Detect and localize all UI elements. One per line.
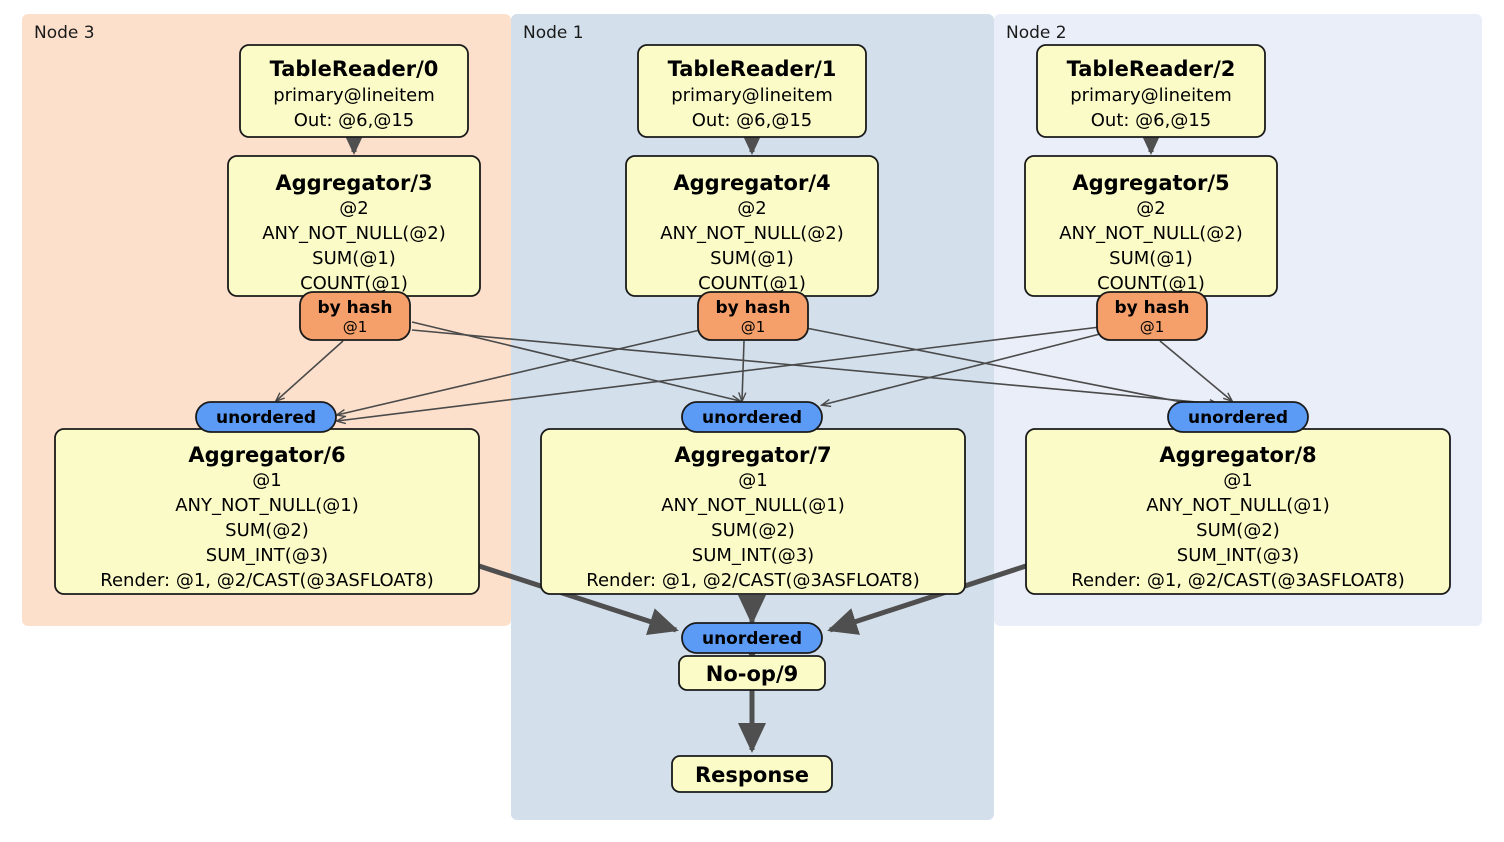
edge-hash1-un2	[805, 327, 1222, 410]
aggregator-6-line-1: ANY_NOT_NULL(@1)	[175, 495, 359, 516]
response-node[interactable]: Response	[671, 755, 833, 793]
aggregator-5-title: Aggregator/5	[1072, 171, 1229, 195]
panel-node1-label: Node 1	[523, 23, 584, 43]
table-reader-2-line-1: Out: @6,@15	[1091, 110, 1212, 131]
aggregator-3-line-3: COUNT(@1)	[300, 273, 408, 294]
aggregator-6[interactable]: Aggregator/6 @1 ANY_NOT_NULL(@1) SUM(@2)…	[54, 428, 480, 595]
hash-router-0-sub: @1	[343, 318, 368, 336]
aggregator-5-line-0: @2	[1136, 198, 1165, 219]
hash-to-unordered-edges	[276, 321, 1232, 421]
aggregator-5[interactable]: Aggregator/5 @2 ANY_NOT_NULL(@2) SUM(@1)…	[1024, 155, 1278, 297]
edge-hash2-un0	[337, 326, 1101, 421]
edge-hash0-un0	[276, 340, 344, 401]
aggregator-5-line-2: SUM(@1)	[1109, 248, 1193, 269]
unordered-mid-0-label: unordered	[216, 408, 316, 428]
aggregator-3-title: Aggregator/3	[275, 171, 432, 195]
aggregator-5-line-3: COUNT(@1)	[1097, 273, 1205, 294]
edge-hash1-un0	[337, 329, 701, 415]
aggregator-5-line-1: ANY_NOT_NULL(@2)	[1059, 223, 1243, 244]
unordered-mid-0[interactable]: unordered	[195, 401, 337, 433]
hash-router-2[interactable]: by hash @1	[1096, 291, 1208, 341]
aggregator-7-line-1: ANY_NOT_NULL(@1)	[661, 495, 845, 516]
aggregator-3-line-0: @2	[339, 198, 368, 219]
edge-agg6-unF	[478, 563, 679, 635]
aggregator-4-line-2: SUM(@1)	[710, 248, 794, 269]
aggregator-7[interactable]: Aggregator/7 @1 ANY_NOT_NULL(@1) SUM(@2)…	[540, 428, 966, 595]
aggregator-6-title: Aggregator/6	[188, 443, 345, 467]
aggregator-3[interactable]: Aggregator/3 @2 ANY_NOT_NULL(@2) SUM(@1)…	[227, 155, 481, 297]
aggregator-8-line-2: SUM(@2)	[1196, 520, 1280, 541]
hash-router-2-sub: @1	[1140, 318, 1165, 336]
aggregator-8[interactable]: Aggregator/8 @1 ANY_NOT_NULL(@1) SUM(@2)…	[1025, 428, 1451, 595]
aggregator-8-line-1: ANY_NOT_NULL(@1)	[1146, 495, 1330, 516]
aggregator-4-title: Aggregator/4	[673, 171, 830, 195]
edge-hash0-un2	[411, 329, 1218, 404]
aggregator-7-line-2: SUM(@2)	[711, 520, 795, 541]
aggregator-6-line-3: SUM_INT(@3)	[206, 545, 328, 566]
hash-router-2-title: by hash	[1115, 298, 1190, 318]
table-reader-0-line-1: Out: @6,@15	[294, 110, 415, 131]
aggregator-6-line-0: @1	[252, 470, 281, 491]
aggregator-7-line-4: Render: @1, @2/CAST(@3ASFLOAT8)	[586, 570, 919, 591]
edge-agg8-unF	[827, 563, 1027, 635]
aggregator-3-line-2: SUM(@1)	[312, 248, 396, 269]
aggregator-4-line-0: @2	[737, 198, 766, 219]
panel-node3-label: Node 3	[34, 23, 95, 43]
table-reader-0[interactable]: TableReader/0 primary@lineitem Out: @6,@…	[239, 44, 469, 138]
edge-hash2-un1	[822, 333, 1101, 405]
table-reader-0-title: TableReader/0	[270, 57, 439, 81]
unordered-mid-2-label: unordered	[1188, 408, 1288, 428]
aggregator-8-title: Aggregator/8	[1159, 443, 1316, 467]
reader-to-aggregator-edges	[340, 124, 1166, 155]
hash-router-1[interactable]: by hash @1	[697, 291, 809, 341]
hash-router-1-sub: @1	[741, 318, 766, 336]
unordered-final-label: unordered	[702, 629, 802, 649]
table-reader-1[interactable]: TableReader/1 primary@lineitem Out: @6,@…	[637, 44, 867, 138]
table-reader-1-line-0: primary@lineitem	[671, 85, 833, 106]
final-aggregator-edges	[478, 563, 1027, 753]
aggregator-6-line-2: SUM(@2)	[225, 520, 309, 541]
edge-hash2-un2	[1159, 340, 1232, 401]
table-reader-2[interactable]: TableReader/2 primary@lineitem Out: @6,@…	[1036, 44, 1266, 138]
unordered-mid-1-label: unordered	[702, 408, 802, 428]
unordered-final[interactable]: unordered	[681, 622, 823, 654]
no-op-9[interactable]: No-op/9	[678, 655, 826, 691]
aggregator-4-line-3: COUNT(@1)	[698, 273, 806, 294]
aggregator-7-line-3: SUM_INT(@3)	[692, 545, 814, 566]
aggregator-8-line-4: Render: @1, @2/CAST(@3ASFLOAT8)	[1071, 570, 1404, 591]
aggregator-7-line-0: @1	[738, 470, 767, 491]
hash-router-0[interactable]: by hash @1	[299, 291, 411, 341]
table-reader-1-line-1: Out: @6,@15	[692, 110, 813, 131]
unordered-mid-2[interactable]: unordered	[1167, 401, 1309, 433]
panel-node2-label: Node 2	[1006, 23, 1067, 43]
table-reader-0-line-0: primary@lineitem	[273, 85, 435, 106]
response-title: Response	[695, 763, 809, 787]
aggregator-4[interactable]: Aggregator/4 @2 ANY_NOT_NULL(@2) SUM(@1)…	[625, 155, 879, 297]
table-reader-2-line-0: primary@lineitem	[1070, 85, 1232, 106]
aggregator-4-line-1: ANY_NOT_NULL(@2)	[660, 223, 844, 244]
no-op-9-title: No-op/9	[706, 662, 798, 686]
hash-router-1-title: by hash	[716, 298, 791, 318]
table-reader-1-title: TableReader/1	[668, 57, 837, 81]
unordered-mid-1[interactable]: unordered	[681, 401, 823, 433]
aggregator-8-line-0: @1	[1223, 470, 1252, 491]
hash-router-0-title: by hash	[318, 298, 393, 318]
aggregator-7-title: Aggregator/7	[674, 443, 831, 467]
table-reader-2-title: TableReader/2	[1067, 57, 1236, 81]
aggregator-3-line-1: ANY_NOT_NULL(@2)	[262, 223, 446, 244]
aggregator-6-line-4: Render: @1, @2/CAST(@3ASFLOAT8)	[100, 570, 433, 591]
aggregator-8-line-3: SUM_INT(@3)	[1177, 545, 1299, 566]
